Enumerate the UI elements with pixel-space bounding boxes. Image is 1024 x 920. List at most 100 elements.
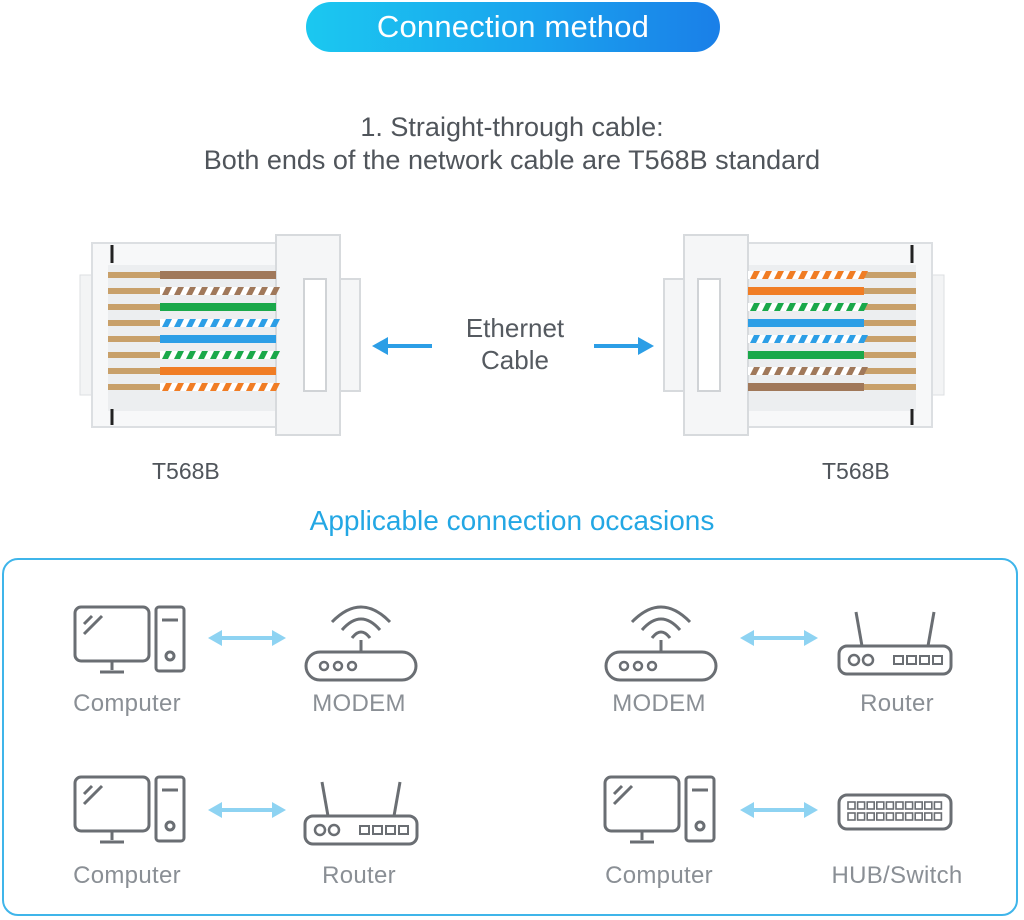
- switch-port: [933, 801, 943, 810]
- wire-stripe: [762, 271, 772, 279]
- switch-port: [885, 812, 895, 821]
- switch-port: [924, 812, 933, 821]
- pair-2-left-label: MODEM: [612, 690, 706, 717]
- wire-stripe: [246, 351, 256, 359]
- wire-stripe: [174, 351, 184, 359]
- switch-icon: [837, 793, 953, 831]
- wire-stripe: [798, 303, 808, 311]
- wire-stripe: [234, 383, 244, 391]
- subtitle-line-1: 1. Straight-through cable:: [360, 112, 664, 142]
- wire-stripe: [258, 351, 268, 359]
- computer-icon: [73, 605, 186, 674]
- pair-2-right-label: Router: [860, 690, 934, 717]
- ethernet-cable-label: Ethernet Cable: [430, 312, 600, 376]
- wire-stripe: [750, 335, 760, 343]
- computer-icon: [73, 775, 186, 844]
- pair-4-left-label: Computer: [605, 862, 713, 889]
- bidirectional-arrow-icon: [740, 630, 818, 646]
- router-icon: [303, 781, 419, 846]
- wire-stripe: [198, 351, 208, 359]
- wire-stripe: [222, 287, 232, 295]
- copper-pin: [108, 352, 160, 358]
- wire-stripe: [210, 351, 220, 359]
- solid-wire: [160, 367, 276, 375]
- switch-port: [933, 812, 943, 821]
- copper-pin: [108, 368, 160, 374]
- wire-stripe: [198, 319, 208, 327]
- wire-stripe: [162, 383, 172, 391]
- wire-stripe: [834, 335, 844, 343]
- wire-stripe: [846, 335, 856, 343]
- wire-stripe: [750, 271, 760, 279]
- wire-stripe: [786, 367, 796, 375]
- wire-stripe: [258, 383, 268, 391]
- connection-method-header: Connection method: [306, 2, 720, 52]
- switch-port: [866, 801, 876, 810]
- wire-stripe: [222, 319, 232, 327]
- wire-stripe: [858, 271, 868, 279]
- copper-pin: [108, 320, 160, 326]
- wire-stripe: [762, 335, 772, 343]
- modem-icon: [304, 605, 418, 682]
- wire-stripe: [834, 271, 844, 279]
- router-icon: [837, 611, 953, 676]
- switch-port: [856, 812, 866, 821]
- wire-stripe: [846, 271, 856, 279]
- switch-port: [875, 801, 885, 810]
- switch-port: [904, 812, 914, 821]
- wire-stripe: [162, 287, 172, 295]
- switch-port: [856, 801, 866, 810]
- solid-wire: [748, 383, 864, 391]
- wire-stripe: [822, 335, 832, 343]
- solid-wire: [748, 351, 864, 359]
- modem-icon: [604, 605, 718, 682]
- copper-pin: [864, 320, 916, 326]
- copper-pin: [864, 272, 916, 278]
- wire-stripe: [258, 319, 268, 327]
- wire-stripe: [774, 367, 784, 375]
- copper-pin: [864, 368, 916, 374]
- pair-1-right-label: MODEM: [312, 690, 406, 717]
- solid-wire: [160, 335, 276, 343]
- pair-4-right-label: HUB/Switch: [831, 862, 963, 889]
- wire-stripe: [786, 271, 796, 279]
- wire-stripe: [234, 287, 244, 295]
- wire-stripe: [270, 351, 280, 359]
- copper-pin: [864, 288, 916, 294]
- left-wire-bundle: [108, 271, 280, 391]
- solid-wire: [748, 319, 864, 327]
- cable-label-line-1: Ethernet: [465, 313, 565, 343]
- wire-stripe: [822, 271, 832, 279]
- switch-port: [875, 812, 885, 821]
- wire-stripe: [186, 287, 196, 295]
- wire-stripe: [162, 319, 172, 327]
- switch-port: [895, 801, 904, 810]
- left-rj45-connector: [79, 234, 361, 436]
- wire-stripe: [186, 351, 196, 359]
- pair-1-left-label: Computer: [73, 690, 181, 717]
- wire-stripe: [774, 271, 784, 279]
- switch-port: [847, 801, 856, 810]
- switch-port: [866, 812, 876, 821]
- copper-pin: [864, 336, 916, 342]
- wire-stripe: [186, 319, 196, 327]
- solid-wire: [160, 271, 276, 279]
- solid-wire: [160, 303, 276, 311]
- bidirectional-arrow-icon: [208, 630, 286, 646]
- wire-stripe: [834, 367, 844, 375]
- wire-stripe: [750, 303, 760, 311]
- wire-stripe: [270, 287, 280, 295]
- left-arrow-icon: [372, 337, 432, 355]
- wire-stripe: [810, 367, 820, 375]
- wire-stripe: [174, 383, 184, 391]
- wire-stripe: [774, 335, 784, 343]
- wire-stripe: [174, 287, 184, 295]
- wire-stripe: [762, 367, 772, 375]
- wire-stripe: [270, 319, 280, 327]
- wire-stripe: [786, 335, 796, 343]
- wire-stripe: [774, 303, 784, 311]
- switch-port: [885, 801, 895, 810]
- wire-stripe: [162, 351, 172, 359]
- wire-stripe: [822, 303, 832, 311]
- switch-port: [914, 812, 923, 821]
